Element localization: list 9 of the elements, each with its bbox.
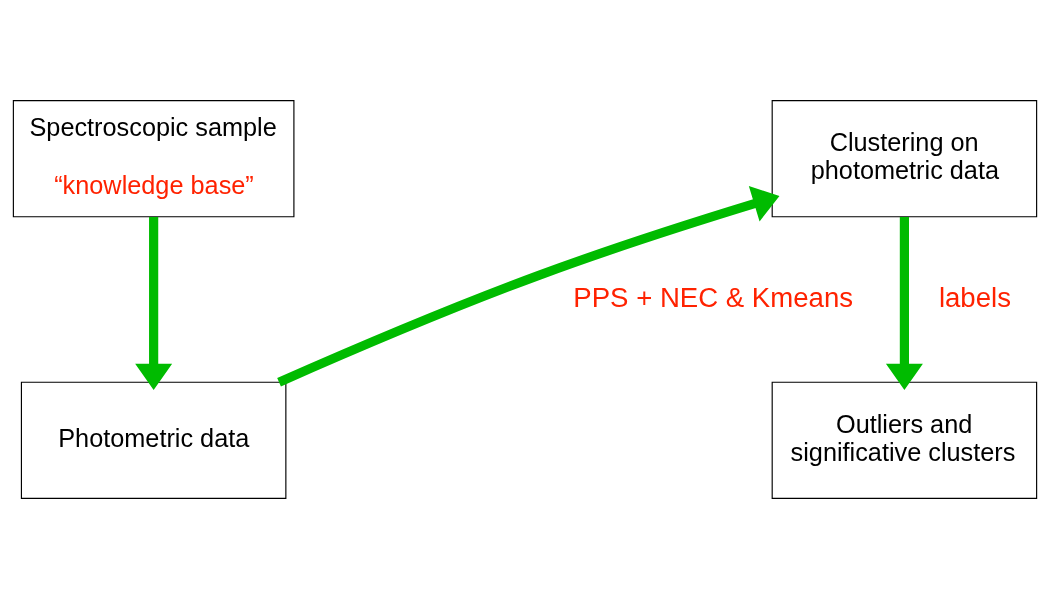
arrow [885, 217, 923, 391]
node-box: Outliers and significative clusters [771, 381, 1038, 499]
arrow [277, 186, 780, 387]
node-box: Spectroscopic sample “knowledge base” [12, 100, 295, 218]
node-box: Photometric data [20, 381, 287, 499]
edge-label: PPS + NEC & Kmeans [573, 281, 854, 313]
edge-label: labels [938, 281, 1011, 313]
node-box: Clustering on photometric data [771, 100, 1038, 218]
arrow [135, 217, 173, 391]
